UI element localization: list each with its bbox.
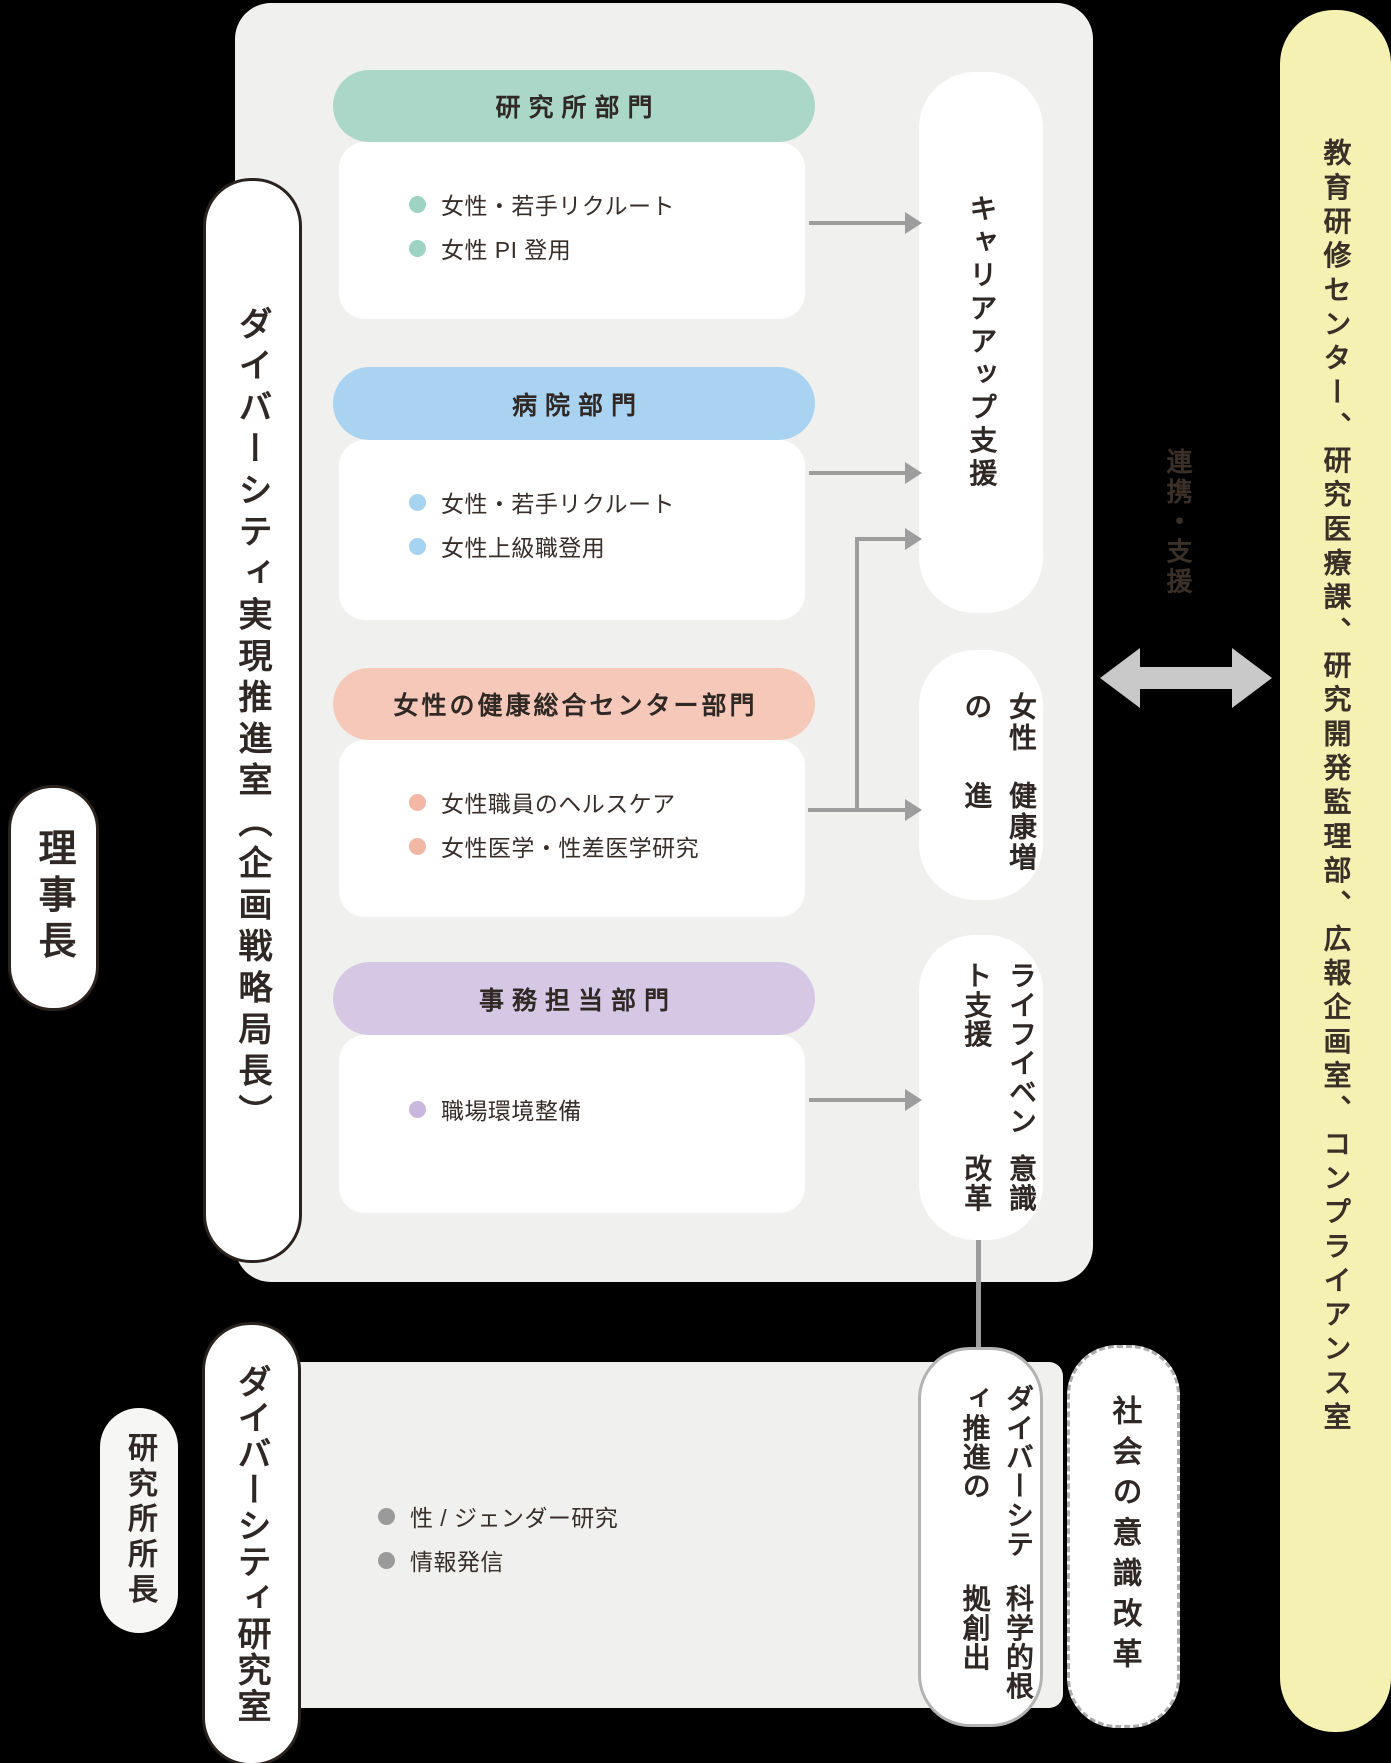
outcome-career-support: キャリアアップ支援 [919,72,1043,613]
list-item: 女性上級職登用 [339,524,805,568]
list-item: 女性医学・性差医学研究 [339,824,805,868]
outcome-label: 意識改革 [961,1154,1037,1213]
list-item-label: 女性上級職登用 [441,535,606,561]
bullet-dot-icon [409,239,426,257]
evidence-creation-box: ダイバーシティ推進の 科学的根拠創出 [918,1347,1043,1727]
section-header-womens-health: 女性の健康総合センター部門 [333,668,815,740]
double-arrow-right-icon [1232,648,1272,708]
bullet-dot-icon [409,493,426,511]
arrowhead-icon [905,212,922,234]
list-item: 職場環境整備 [339,1087,805,1131]
section-header-institute: 研究所部門 [333,70,815,142]
arrowhead-icon [905,462,922,484]
list-item-label: 女性職員のヘルスケア [441,791,676,817]
arrowhead-icon [905,1089,922,1111]
outcome-label: ライフイベント支援 [961,961,1037,1136]
promotion-office-label: ダイバーシティ実現推進室（企画戦略局長） [233,305,271,1136]
admin-card: 職場環境整備 [339,1035,805,1213]
bullet-dot-icon [378,1507,395,1525]
section-title: 事務担当部門 [478,986,677,1015]
outcome-label: キャリアアップ支援 [966,193,998,492]
institute-director-label: 研究所所長 [123,1432,156,1609]
bullet-dot-icon [409,837,426,855]
related-departments-bar: 教育研修センター、研究医療課、研究開発監理部、広報企画室、コンプライアンス室 [1280,10,1391,1732]
list-item-label: 情報発信 [410,1549,504,1575]
diversity-lab-label: ダイバーシティ研究室 [232,1363,270,1725]
list-item-label: 女性・若手リクルート [441,491,675,517]
evidence-label: 科学的根拠創出 [959,1584,1034,1701]
outcome-life-event-support: ライフイベント支援 意識改革 [919,935,1043,1240]
list-item: 女性・若手リクルート [339,182,805,226]
outcome-womens-health-promotion: 女性の 健康増進 [919,650,1043,900]
outcome-label: 女性の [961,692,1037,754]
list-item: 情報発信 [248,1538,848,1582]
list-item: 性 / ジェンダー研究 [248,1494,848,1538]
section-header-hospital: 病院部門 [333,367,815,440]
arrowhead-icon [905,799,922,821]
arrow-hospital-to-career [809,471,905,475]
diversity-lab-box: ダイバーシティ研究室 [202,1322,301,1763]
diversity-lab-items: 性 / ジェンダー研究 情報発信 [248,1494,848,1582]
related-departments-label: 教育研修センター、研究医療課、研究開発監理部、広報企画室、コンプライアンス室 [1320,138,1352,1437]
womens-health-card: 女性職員のヘルスケア 女性医学・性差医学研究 [339,740,805,917]
list-item-label: 性 / ジェンダー研究 [410,1505,619,1531]
institute-director-box: 研究所所長 [100,1408,178,1633]
list-item-label: 女性・若手リクルート [441,193,675,219]
section-header-admin: 事務担当部門 [333,962,815,1035]
arrow-admin-to-lifeevent [809,1098,905,1102]
chairman-box: 理事長 [8,785,99,1011]
section-title: 病院部門 [511,391,644,420]
promotion-office-box: ダイバーシティ実現推進室（企画戦略局長） [203,178,302,1263]
chairman-label: 理事長 [32,828,74,968]
bullet-dot-icon [378,1551,395,1569]
double-arrow-shaft [1138,667,1232,689]
bullet-dot-icon [409,1100,426,1118]
evidence-label: ダイバーシティ推進の [959,1384,1034,1559]
list-item: 女性・若手リクルート [339,480,805,524]
arrowhead-icon [905,528,922,550]
outcome-label: 健康増進 [961,781,1037,874]
link-support-label: 連携・支援 [1163,448,1193,598]
list-item: 女性 PI 登用 [339,226,805,270]
arrow-health-branch-vertical [855,539,859,810]
bullet-dot-icon [409,537,426,555]
section-title: 研究所部門 [495,94,661,122]
bullet-dot-icon [409,793,426,811]
hospital-card: 女性・若手リクルート 女性上級職登用 [339,440,805,620]
arrow-health-to-career [855,537,905,541]
double-arrow-left-icon [1100,648,1140,708]
society-awareness-box: 社会の意識改革 [1067,1345,1180,1728]
list-item: 女性職員のヘルスケア [339,780,805,824]
institute-card: 女性・若手リクルート 女性 PI 登用 [339,142,805,319]
list-item-label: 職場環境整備 [441,1098,582,1124]
arrow-health-to-promotion [808,808,905,812]
arrow-institute-to-career [809,221,905,225]
connector-lifeevent-to-evidence [976,1240,981,1352]
bullet-dot-icon [409,195,426,213]
list-item-label: 女性医学・性差医学研究 [441,835,700,861]
society-awareness-label: 社会の意識改革 [1107,1394,1141,1679]
section-title: 女性の健康総合センター部門 [393,692,758,720]
list-item-label: 女性 PI 登用 [441,237,572,263]
